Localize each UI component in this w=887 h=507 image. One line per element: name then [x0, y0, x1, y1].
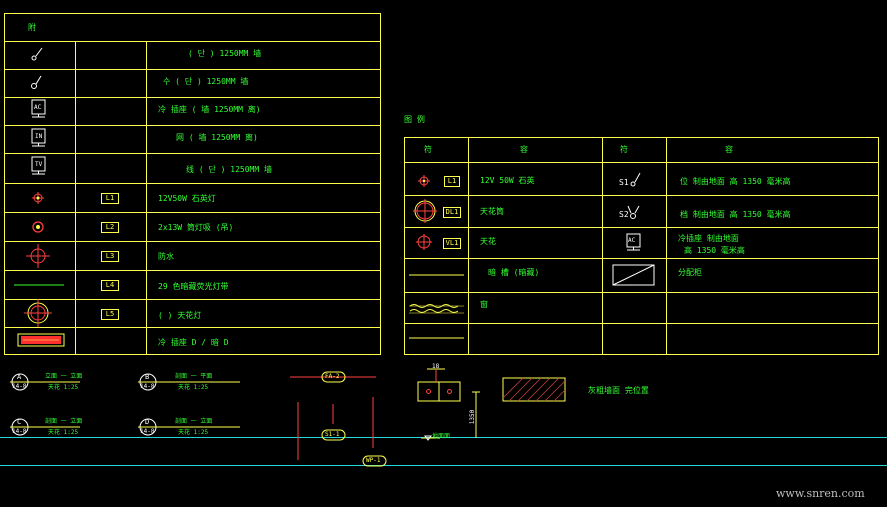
- right-row-2-code: DL1: [443, 207, 461, 218]
- right-row-1-desc2: 位 制由地面 高 1350 毫米高: [680, 177, 791, 186]
- marker-c-line2: 天花 1:25: [48, 429, 79, 436]
- network-socket-icon: IN: [35, 133, 43, 140]
- right-header-2: 容: [520, 145, 528, 154]
- left-row-9-desc: 29 色暗藏荧光灯带: [158, 282, 229, 291]
- left-legend-header: 附: [28, 23, 36, 32]
- left-row-1-desc: ( 단 ) 1250MM 墙: [188, 49, 262, 58]
- marker-d-line1: 剖面 一 立面: [175, 418, 213, 425]
- downlight-icon: [32, 192, 44, 204]
- right-row-5-desc: 窗: [480, 300, 488, 309]
- switch-double-icon: [31, 75, 42, 89]
- marker-a-line1: 立面 一 立面: [45, 373, 83, 380]
- marker-c-sub: 14-8: [12, 428, 27, 435]
- left-row-8-desc: 防水: [158, 252, 174, 261]
- bottom-linework: [0, 368, 887, 467]
- left-row-5-desc: 线 ( 단 ) 1250MM 墙: [186, 165, 272, 174]
- marker-b-line1: 剖面 一 平面: [175, 373, 213, 380]
- tag-fa-2: FA-2: [325, 373, 340, 380]
- tag-wp-1: WP-1: [366, 457, 381, 464]
- right-row-4-desc: 暗 槽 (暗藏): [488, 268, 540, 277]
- left-row-2-desc: 수 ( 단 ) 1250MM 墙: [163, 77, 249, 86]
- dim-floor: 地面面: [432, 433, 451, 440]
- left-legend-grid: [4, 13, 381, 355]
- marker-b-sub: 14-8: [140, 383, 155, 390]
- tag-s1-1: S1-1: [325, 431, 340, 438]
- ac-socket-icon: AC: [628, 237, 636, 244]
- left-row-3-desc: 冷 插座 ( 墙 1250MM 离): [158, 105, 261, 114]
- dim-side: 1350: [469, 409, 477, 425]
- left-row-8-code: L3: [101, 251, 119, 262]
- dim-top: 18: [432, 363, 440, 370]
- ceiling-light-icon: [32, 221, 44, 233]
- left-row-9-code: L4: [101, 280, 119, 291]
- ceiling-lamp-icon: [24, 299, 52, 327]
- left-row-10-desc: ( ) 天花灯: [158, 311, 202, 320]
- left-legend-symbols: [14, 47, 65, 347]
- ac-socket-icon: AC: [34, 104, 42, 111]
- marker-a-letter: A: [17, 373, 22, 381]
- tv-socket-icon: TV: [35, 161, 43, 168]
- right-row-2-desc: 天花筒: [480, 207, 504, 216]
- right-row-3-code: VL1: [443, 238, 461, 249]
- marker-c-letter: C: [17, 418, 22, 426]
- right-row-1-code: L1: [444, 176, 460, 187]
- marker-a-line2: 天花 1:25: [48, 384, 79, 391]
- right-legend-title: 图 例: [404, 115, 425, 124]
- hatch-label: 灰粗墙面 完位置: [588, 386, 649, 395]
- marker-c-line1: 剖面 一 立面: [45, 418, 83, 425]
- marker-b-line2: 天花 1:25: [178, 384, 209, 391]
- watermark: www.snren.com: [776, 487, 865, 500]
- right-legend-grid: [404, 137, 879, 355]
- hatch-block: [502, 377, 566, 402]
- left-row-6-code: L1: [101, 193, 119, 204]
- marker-a-sub: 14-8: [12, 383, 27, 390]
- left-row-6-desc: 12V50W 石英灯: [158, 194, 216, 203]
- panel-icon: [17, 333, 65, 347]
- right-header-4: 容: [725, 145, 733, 154]
- switch-single-icon: [31, 47, 43, 61]
- marker-d-letter: D: [145, 418, 150, 426]
- right-row-2-desc2: 档 制由地面 高 1350 毫米高: [680, 210, 791, 219]
- right-row-1-desc: 12V 50W 石英: [480, 176, 535, 185]
- marker-b-letter: B: [145, 373, 150, 381]
- pendant-light-icon: [26, 244, 50, 268]
- right-row-3-desc: 天花: [480, 237, 496, 246]
- left-row-4-desc: 网 ( 墙 1250MM 离): [176, 133, 258, 142]
- marker-d-line2: 天花 1:25: [178, 429, 209, 436]
- right-header-3: 符: [620, 145, 628, 154]
- left-row-7-desc: 2x13W 筒灯吸 (吊): [158, 223, 234, 232]
- right-header-1: 符: [424, 145, 432, 154]
- left-row-11-desc: 冷 插座 D / 暗 D: [158, 338, 229, 347]
- right-row-4-desc2: 分配柜: [678, 268, 702, 277]
- right-row-2-sym: S2: [619, 210, 629, 219]
- right-legend-symbols: [409, 172, 655, 339]
- marker-d-sub: 14-8: [140, 428, 155, 435]
- left-row-7-code: L2: [101, 222, 119, 233]
- left-row-10-code: L5: [101, 309, 119, 320]
- right-row-3-desc2b: 高 1350 毫米高: [684, 246, 745, 255]
- right-row-3-desc2a: 冷插座 制由地面: [678, 234, 739, 243]
- right-row-1-sym: S1: [619, 178, 629, 187]
